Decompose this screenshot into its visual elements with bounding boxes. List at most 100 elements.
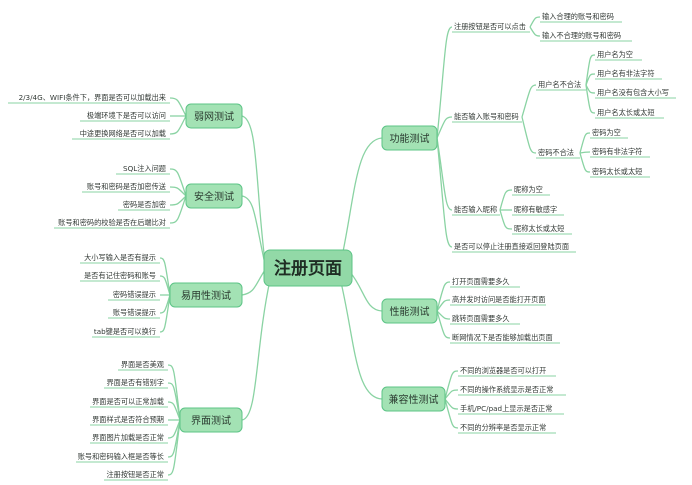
leaf-username-length[interactable]: 用户名太长或太短 <box>597 108 655 117</box>
edge-nick-3 <box>499 209 513 230</box>
edge-root-weaknet <box>241 115 266 263</box>
main-node-compatibility[interactable]: 兼容性测试 <box>381 386 446 412</box>
leaf-network-types[interactable]: 2/3/4G、WIFI条件下，界面是否可以加载出来 <box>19 93 166 102</box>
main-box <box>381 298 438 324</box>
leaf-underlines <box>8 21 676 481</box>
leaf-ui-typos[interactable]: 界面是否有错别字 <box>106 378 164 387</box>
node-input-account[interactable]: 能否输入账号和密码 <box>454 112 519 121</box>
leaf-offline-load[interactable]: 断网情况下是否能够加载出页面 <box>452 333 553 342</box>
leaf-username-no-case[interactable]: 用户名没有包含大小写 <box>597 88 669 97</box>
edge-comp-2 <box>444 389 459 400</box>
edge-use-1 <box>159 257 171 296</box>
node-password-invalid[interactable]: 密码不合法 <box>538 148 574 157</box>
edge-ui-7 <box>167 419 181 476</box>
edge-pwd-3 <box>579 152 591 173</box>
leaf-nickname-empty[interactable]: 昵称为空 <box>514 185 543 194</box>
main-node-functional[interactable]: 功能测试 <box>381 125 438 151</box>
leaf-resolution[interactable]: 不同的分辨率是否显示正常 <box>460 423 546 432</box>
main-box <box>381 386 446 412</box>
edge-use-2 <box>159 275 171 296</box>
leaf-open-time[interactable]: 打开页面需要多久 <box>452 277 510 286</box>
main-label: 性能测试 <box>390 305 430 318</box>
edge-root-compatibility <box>339 277 383 400</box>
edge-comp-3 <box>444 398 459 410</box>
edge-click-1 <box>529 16 541 28</box>
main-label: 安全测试 <box>194 190 234 203</box>
leaf-nickname-sensitive[interactable]: 昵称有敏感字 <box>514 205 557 214</box>
usability-subtree: 大小写输入是否有提示 是否有记住密码和账号 密码错误提示 账号错误提示 tab键… <box>84 253 156 336</box>
leaf-concurrency[interactable]: 高并发时访问是否能打开页面 <box>452 295 545 304</box>
performance-subtree: 打开页面需要多久 高并发时访问是否能打开页面 跳转页面需要多久 断网情况下是否能… <box>452 277 553 342</box>
edge-comp-1 <box>444 370 459 400</box>
leaf-redirect-time[interactable]: 跳转页面需要多久 <box>452 314 510 323</box>
edge-sec-3 <box>169 195 187 206</box>
main-box <box>179 407 243 433</box>
edge-click-2 <box>529 26 541 37</box>
edge-weak-3 <box>169 115 187 135</box>
leaf-password-empty[interactable]: 密码为空 <box>592 128 621 137</box>
edge-sec-4 <box>169 195 187 224</box>
edge-pwd-1 <box>579 132 591 154</box>
edge-pwd-2 <box>579 151 591 154</box>
edge-input-2 <box>521 116 537 154</box>
leaf-valid-credentials[interactable]: 输入合理的账号和密码 <box>542 12 614 21</box>
main-label: 弱网测试 <box>194 110 234 123</box>
leaf-ui-register-button[interactable]: 注册按钮是否正常 <box>106 470 164 479</box>
main-node-performance[interactable]: 性能测试 <box>381 298 438 324</box>
leaf-network-switch[interactable]: 中途更换网络是否可以加载 <box>80 129 166 138</box>
leaf-invalid-credentials[interactable]: 输入不合理的账号和密码 <box>542 31 621 40</box>
leaf-encrypted-transfer[interactable]: 账号和密码是否加密传送 <box>87 182 166 191</box>
leaf-password-error[interactable]: 密码错误提示 <box>113 290 156 299</box>
compatibility-subtree: 不同的浏览器是否可以打开 不同的操作系统显示是否正常 手机/PC/pad上显示是… <box>460 366 553 432</box>
ui-subtree: 界面是否美观 界面是否有错别字 界面是否可以正常加载 界面样式是否符合预期 界面… <box>78 360 164 479</box>
edge-ui-3 <box>167 401 181 421</box>
leaf-ui-beautiful[interactable]: 界面是否美观 <box>121 360 164 369</box>
edge-use-5 <box>159 294 171 333</box>
edge-root-ui <box>241 279 271 421</box>
leaf-os[interactable]: 不同的操作系统显示是否正常 <box>460 385 553 394</box>
leaf-username-illegal-chars[interactable]: 用户名有非法字符 <box>597 69 655 78</box>
main-label: 功能测试 <box>390 132 430 145</box>
leaf-username-empty[interactable]: 用户名为空 <box>597 50 633 59</box>
edge-user-2 <box>585 73 596 86</box>
leaf-return-login[interactable]: 是否可以停止注册直接返回登陆页面 <box>454 242 569 251</box>
leaf-browsers[interactable]: 不同的浏览器是否可以打开 <box>460 366 546 375</box>
leaf-caps-hint[interactable]: 大小写输入是否有提示 <box>84 253 156 262</box>
leaf-password-encrypted[interactable]: 密码是否加密 <box>123 200 166 209</box>
edge-func-2 <box>436 116 453 139</box>
leaf-password-length[interactable]: 密码太长或太短 <box>592 167 642 176</box>
edge-input-1 <box>521 84 537 118</box>
leaf-devices[interactable]: 手机/PC/pad上显示是否正常 <box>460 404 552 413</box>
leaf-ui-load[interactable]: 界面是否可以正常加载 <box>92 397 164 406</box>
main-box <box>381 125 438 151</box>
main-node-weaknet[interactable]: 弱网测试 <box>185 103 243 129</box>
edge-perf-3 <box>436 310 451 320</box>
leaf-tab-key[interactable]: tab键是否可以换行 <box>94 327 156 336</box>
leaf-remember-password[interactable]: 是否有记住密码和账号 <box>84 271 156 280</box>
leaf-account-error[interactable]: 账号错误提示 <box>113 308 156 317</box>
leaf-sql-injection[interactable]: SQL注入问题 <box>123 164 166 173</box>
node-register-clickable[interactable]: 注册按钮是否可以点击 <box>454 22 526 31</box>
main-label: 界面测试 <box>191 414 231 427</box>
leaf-backend-validation[interactable]: 账号和密码的校验是否在后端比对 <box>58 218 166 227</box>
main-node-security[interactable]: 安全测试 <box>185 183 243 209</box>
main-box <box>169 282 243 308</box>
leaf-nickname-length[interactable]: 昵称太长或太短 <box>514 224 564 233</box>
leaf-ui-style[interactable]: 界面样式是否符合预期 <box>92 415 164 424</box>
main-node-usability[interactable]: 易用性测试 <box>169 282 243 308</box>
leaf-extreme-env[interactable]: 极端环境下是否可以访问 <box>87 111 166 120</box>
main-node-ui[interactable]: 界面测试 <box>179 407 243 433</box>
leaf-password-illegal-chars[interactable]: 密码有非法字符 <box>592 147 642 156</box>
leaf-ui-input-width[interactable]: 账号和密码输入框是否等长 <box>78 452 164 461</box>
main-label: 兼容性测试 <box>389 393 439 406</box>
main-box <box>185 103 243 129</box>
edge-root-performance <box>349 271 383 312</box>
edge-root-usability <box>241 269 266 296</box>
edge-comp-4 <box>444 398 459 429</box>
leaf-ui-images[interactable]: 界面图片加载是否正常 <box>92 433 164 442</box>
node-username-invalid[interactable]: 用户名不合法 <box>538 80 581 89</box>
root-label: 注册页面 <box>274 258 342 279</box>
node-input-nickname[interactable]: 能否输入昵称 <box>454 205 497 214</box>
root-box <box>263 249 353 287</box>
root-node[interactable]: 注册页面 <box>263 249 353 287</box>
